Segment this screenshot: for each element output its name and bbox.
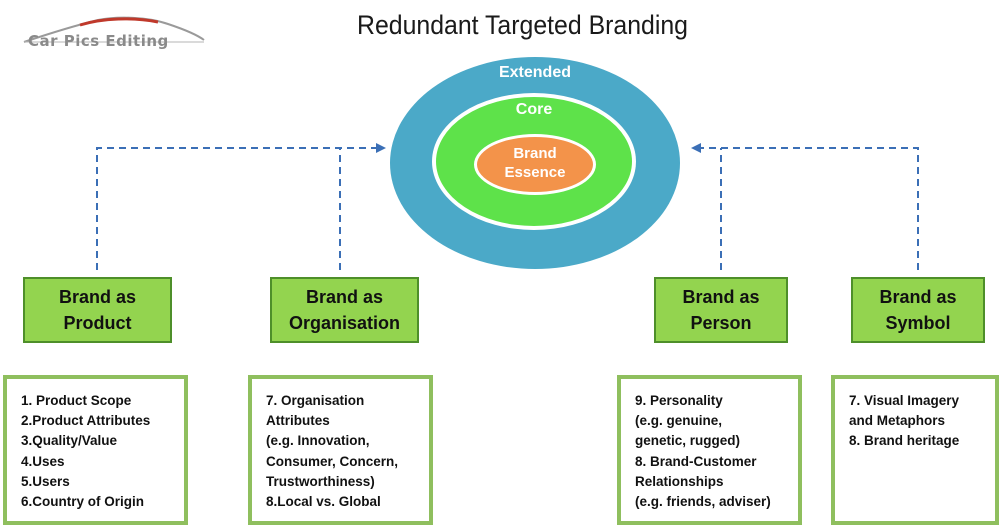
detail-item: (e.g. friends, adviser) <box>635 494 771 510</box>
detail-item: 5.Users <box>21 473 70 489</box>
detail-item: 2.Product Attributes <box>21 413 151 429</box>
detail-box-organisation: 7. Organisation Attributes (e.g. Innovat… <box>248 375 433 525</box>
detail-item: 6.Country of Origin <box>21 494 144 510</box>
category-line2: Product <box>63 313 132 333</box>
category-brand-as-symbol: Brand as Symbol <box>851 277 985 343</box>
detail-item: Relationships <box>635 473 724 489</box>
brand-essence-ring <box>474 134 596 195</box>
essence-line2: Essence <box>504 164 566 181</box>
arrow-left-connector <box>96 143 386 270</box>
detail-box-product: 1. Product Scope 2.Product Attributes 3.… <box>3 375 188 525</box>
category-line1: Brand as <box>58 287 137 307</box>
extended-label: Extended <box>498 64 571 81</box>
detail-item: and Metaphors <box>849 413 946 429</box>
detail-item: Trustworthiness) <box>266 473 375 489</box>
category-line2: Symbol <box>885 313 951 333</box>
brand-essence-label: Brand Essence <box>474 144 596 182</box>
detail-item: 7. Visual Imagery <box>849 393 960 408</box>
detail-item: Consumer, Concern, <box>266 453 399 469</box>
core-label: Core <box>515 101 553 118</box>
arrow-right-connector <box>691 143 919 270</box>
detail-item: (e.g. genuine, <box>635 413 723 429</box>
detail-item: 8. Brand-Customer <box>635 453 757 469</box>
detail-item: genetic, rugged) <box>635 433 741 449</box>
detail-item: 1. Product Scope <box>21 393 132 408</box>
essence-line1: Brand <box>513 145 557 162</box>
category-brand-as-person: Brand as Person <box>654 277 788 343</box>
logo-text: Car Pics Editing <box>28 32 169 50</box>
category-line2: Organisation <box>288 313 400 333</box>
car-pics-editing-logo: Car Pics Editing <box>18 12 208 62</box>
detail-item: Attributes <box>266 413 330 429</box>
detail-item: 9. Personality <box>635 393 723 408</box>
page-title: Redundant Targeted Branding <box>357 10 688 40</box>
category-line1: Brand as <box>305 287 383 307</box>
category-brand-as-product: Brand as Product <box>23 277 172 343</box>
detail-item: (e.g. Innovation, <box>266 433 370 449</box>
category-brand-as-organisation: Brand as Organisation <box>270 277 419 343</box>
category-line1: Brand as <box>682 287 760 307</box>
detail-box-person: 9. Personality (e.g. genuine, genetic, r… <box>617 375 802 525</box>
detail-item: 7. Organisation <box>266 393 365 408</box>
category-line1: Brand as <box>879 287 957 307</box>
detail-box-symbol: 7. Visual Imagery and Metaphors 8. Brand… <box>831 375 999 525</box>
car-silhouette-icon <box>23 16 205 43</box>
detail-item: 3.Quality/Value <box>21 433 118 449</box>
detail-item: 8. Brand heritage <box>849 433 960 449</box>
category-line2: Person <box>690 313 752 333</box>
detail-item: 4.Uses <box>21 453 65 469</box>
detail-item: 8.Local vs. Global <box>266 494 381 510</box>
